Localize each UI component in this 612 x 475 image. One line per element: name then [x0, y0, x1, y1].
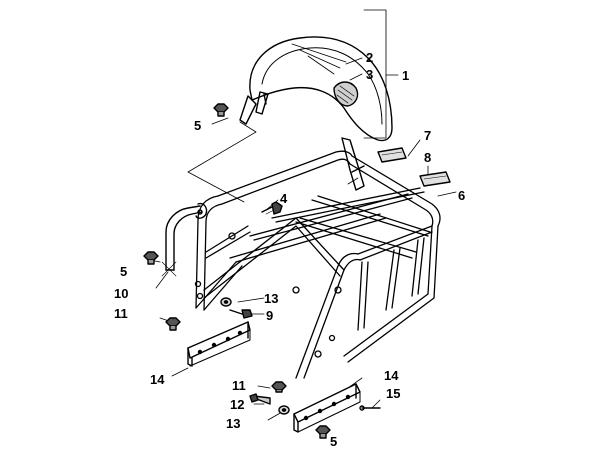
callout-7: 7 — [424, 128, 431, 143]
callout-3: 3 — [366, 67, 373, 82]
callout-9: 9 — [266, 308, 273, 323]
callout-15: 15 — [386, 386, 400, 401]
nut-11-right — [271, 381, 287, 393]
callout-5-left: 5 — [120, 264, 127, 279]
callout-11-left: 11 — [114, 306, 128, 321]
washer-13-left — [220, 297, 232, 307]
bolt-4 — [261, 201, 283, 215]
callout-10: 10 — [114, 286, 128, 301]
washer-13-right — [278, 405, 290, 415]
callout-labels: 1 2 3 4 5 5 5 6 7 8 9 10 11 11 12 13 13 … — [114, 50, 465, 449]
rivet-15 — [359, 405, 381, 411]
callout-5-bottom: 5 — [330, 434, 337, 449]
callout-14-left: 14 — [150, 372, 165, 387]
callout-1: 1 — [402, 68, 409, 83]
callout-13-right: 13 — [226, 416, 240, 431]
nut-5-bottom — [315, 425, 331, 439]
rack-frame — [194, 150, 441, 379]
mounting-plate-left — [187, 321, 251, 367]
callout-4: 4 — [280, 191, 288, 206]
callout-2: 2 — [366, 50, 373, 65]
bolt-9 — [229, 309, 253, 319]
decal-8 — [419, 171, 451, 187]
cushion-mount-bracket-left — [239, 91, 269, 125]
cushion-mount-bracket-right — [341, 137, 365, 191]
callout-13-left: 13 — [264, 291, 278, 306]
callout-8: 8 — [424, 150, 431, 165]
nut-11-left — [165, 317, 181, 331]
callout-12: 12 — [230, 397, 244, 412]
emblem-badge — [333, 81, 359, 107]
backrest-cushion — [249, 36, 393, 142]
callout-6: 6 — [458, 188, 465, 203]
grab-handle — [161, 202, 208, 277]
bolt-12 — [249, 393, 271, 405]
mounting-plate-right — [293, 383, 361, 433]
callout-14-right: 14 — [384, 368, 399, 383]
callout-11-right: 11 — [232, 378, 246, 393]
decal-7 — [377, 147, 407, 163]
nut-5-top — [213, 103, 229, 117]
callout-5-top: 5 — [194, 118, 201, 133]
nut-5-left — [143, 251, 159, 265]
